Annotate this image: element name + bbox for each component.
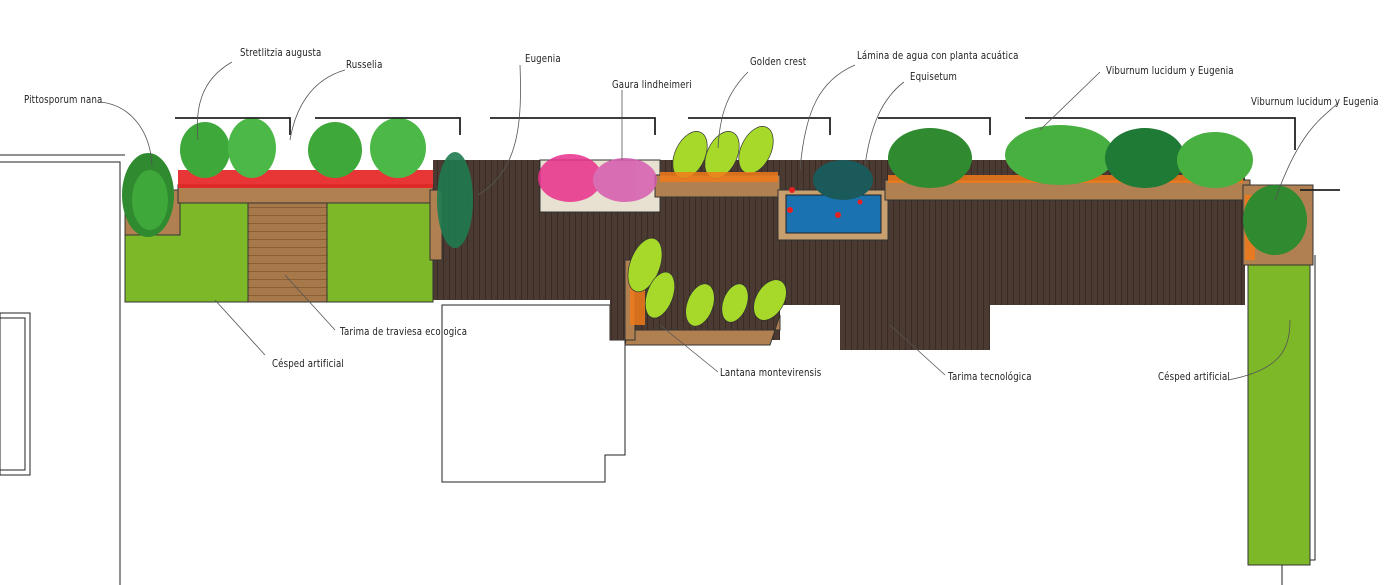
label-tarima-tecnologica: Tarima tecnológica [948, 370, 1032, 383]
strelitzia-plants [180, 118, 426, 178]
cesped-left-2 [326, 199, 434, 303]
equisetum-plant [813, 160, 873, 200]
viburnum-plants [888, 125, 1307, 255]
label-cesped-2: Césped artificial [1158, 370, 1230, 383]
label-viburnum-1: Viburnum lucidum y Eugenia [1106, 64, 1234, 77]
label-gaura: Gaura lindheimeri [612, 78, 692, 91]
water-plants [787, 187, 863, 218]
pittosporum-plants [122, 153, 174, 237]
label-cesped-1: Césped artificial [272, 357, 344, 370]
gaura-plants [538, 154, 657, 202]
eugenia-plant [437, 152, 473, 248]
label-strelitzia: Stretlitzia augusta [240, 46, 322, 59]
pergola-outlines [175, 117, 1340, 191]
label-pittosporum: Pittosporum nana [24, 93, 103, 106]
label-equisetum: Equisetum [910, 70, 958, 83]
label-tarima-traviesa: Tarima de traviesa ecologica [340, 325, 468, 338]
cesped-right [1247, 264, 1311, 566]
leader-lines [99, 61, 1339, 381]
label-lamina-agua: Lámina de agua con planta acuática [857, 49, 1019, 62]
golden-crest-plants [672, 126, 774, 179]
label-lantana: Lantana montevirensis [720, 366, 822, 379]
label-russelia: Russelia [346, 58, 383, 71]
label-viburnum-2: Viburnum lucidum y Eugenia [1251, 95, 1379, 108]
tarima-traviesa-area [247, 199, 328, 303]
lantana-plants [627, 237, 787, 327]
label-golden-crest: Golden crest [750, 55, 807, 68]
water-feature [785, 194, 882, 234]
label-eugenia: Eugenia [525, 52, 561, 65]
